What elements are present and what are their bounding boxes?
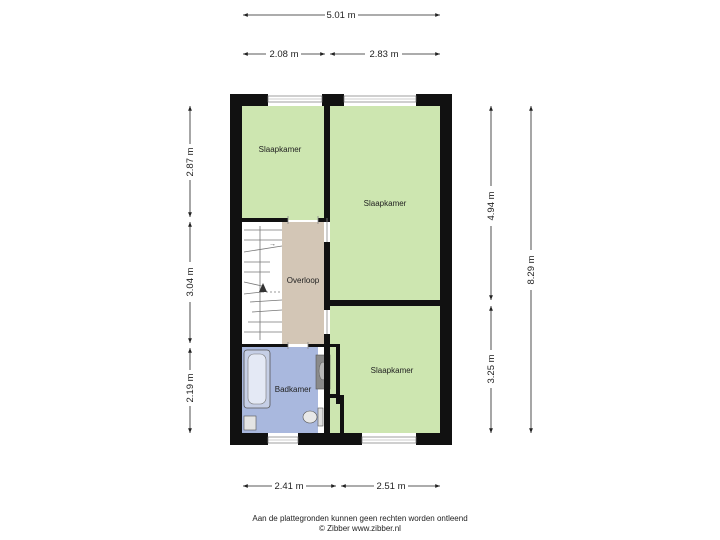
room-bedroom-small xyxy=(242,106,324,220)
room-bedroom-bottom xyxy=(330,306,440,433)
label-landing: Overloop xyxy=(287,276,320,285)
dim-left-middle: 3.04 m xyxy=(185,267,196,296)
bathtub-icon xyxy=(243,349,271,409)
label-bedroom-bottom: Slaapkamer xyxy=(371,366,414,375)
label-bathroom: Badkamer xyxy=(275,385,312,394)
toilet-icon xyxy=(302,407,324,427)
footer-copyright: © Zibber www.zibber.nl xyxy=(319,524,401,533)
room-bedroom-large xyxy=(330,106,440,300)
dimension-lines xyxy=(188,13,533,488)
dim-bottom-left: 2.41 m xyxy=(274,481,303,492)
dim-right-upper: 4.94 m xyxy=(486,191,497,220)
label-bedroom-large: Slaapkamer xyxy=(364,199,407,208)
door-markers xyxy=(287,216,328,349)
stair-arrow-icon xyxy=(259,283,267,292)
dim-bottom-right: 2.51 m xyxy=(376,481,405,492)
dim-top-total: 5.01 m xyxy=(326,10,355,21)
dim-right-total: 8.29 m xyxy=(526,255,537,284)
stair-arrow-label: → xyxy=(269,241,276,248)
label-bedroom-small: Slaapkamer xyxy=(259,145,302,154)
dim-left-bottom: 2.19 m xyxy=(185,373,196,402)
walls xyxy=(230,94,452,445)
footer-disclaimer: Aan de plattegronden kunnen geen rechten… xyxy=(252,514,468,523)
washing-machine-icon xyxy=(243,415,257,431)
dim-left-top: 2.87 m xyxy=(185,147,196,176)
dim-right-lower: 3.25 m xyxy=(486,354,497,383)
dim-top-left: 2.08 m xyxy=(269,49,298,60)
room-landing xyxy=(282,222,324,344)
dim-top-right: 2.83 m xyxy=(369,49,398,60)
staircase xyxy=(243,226,283,340)
